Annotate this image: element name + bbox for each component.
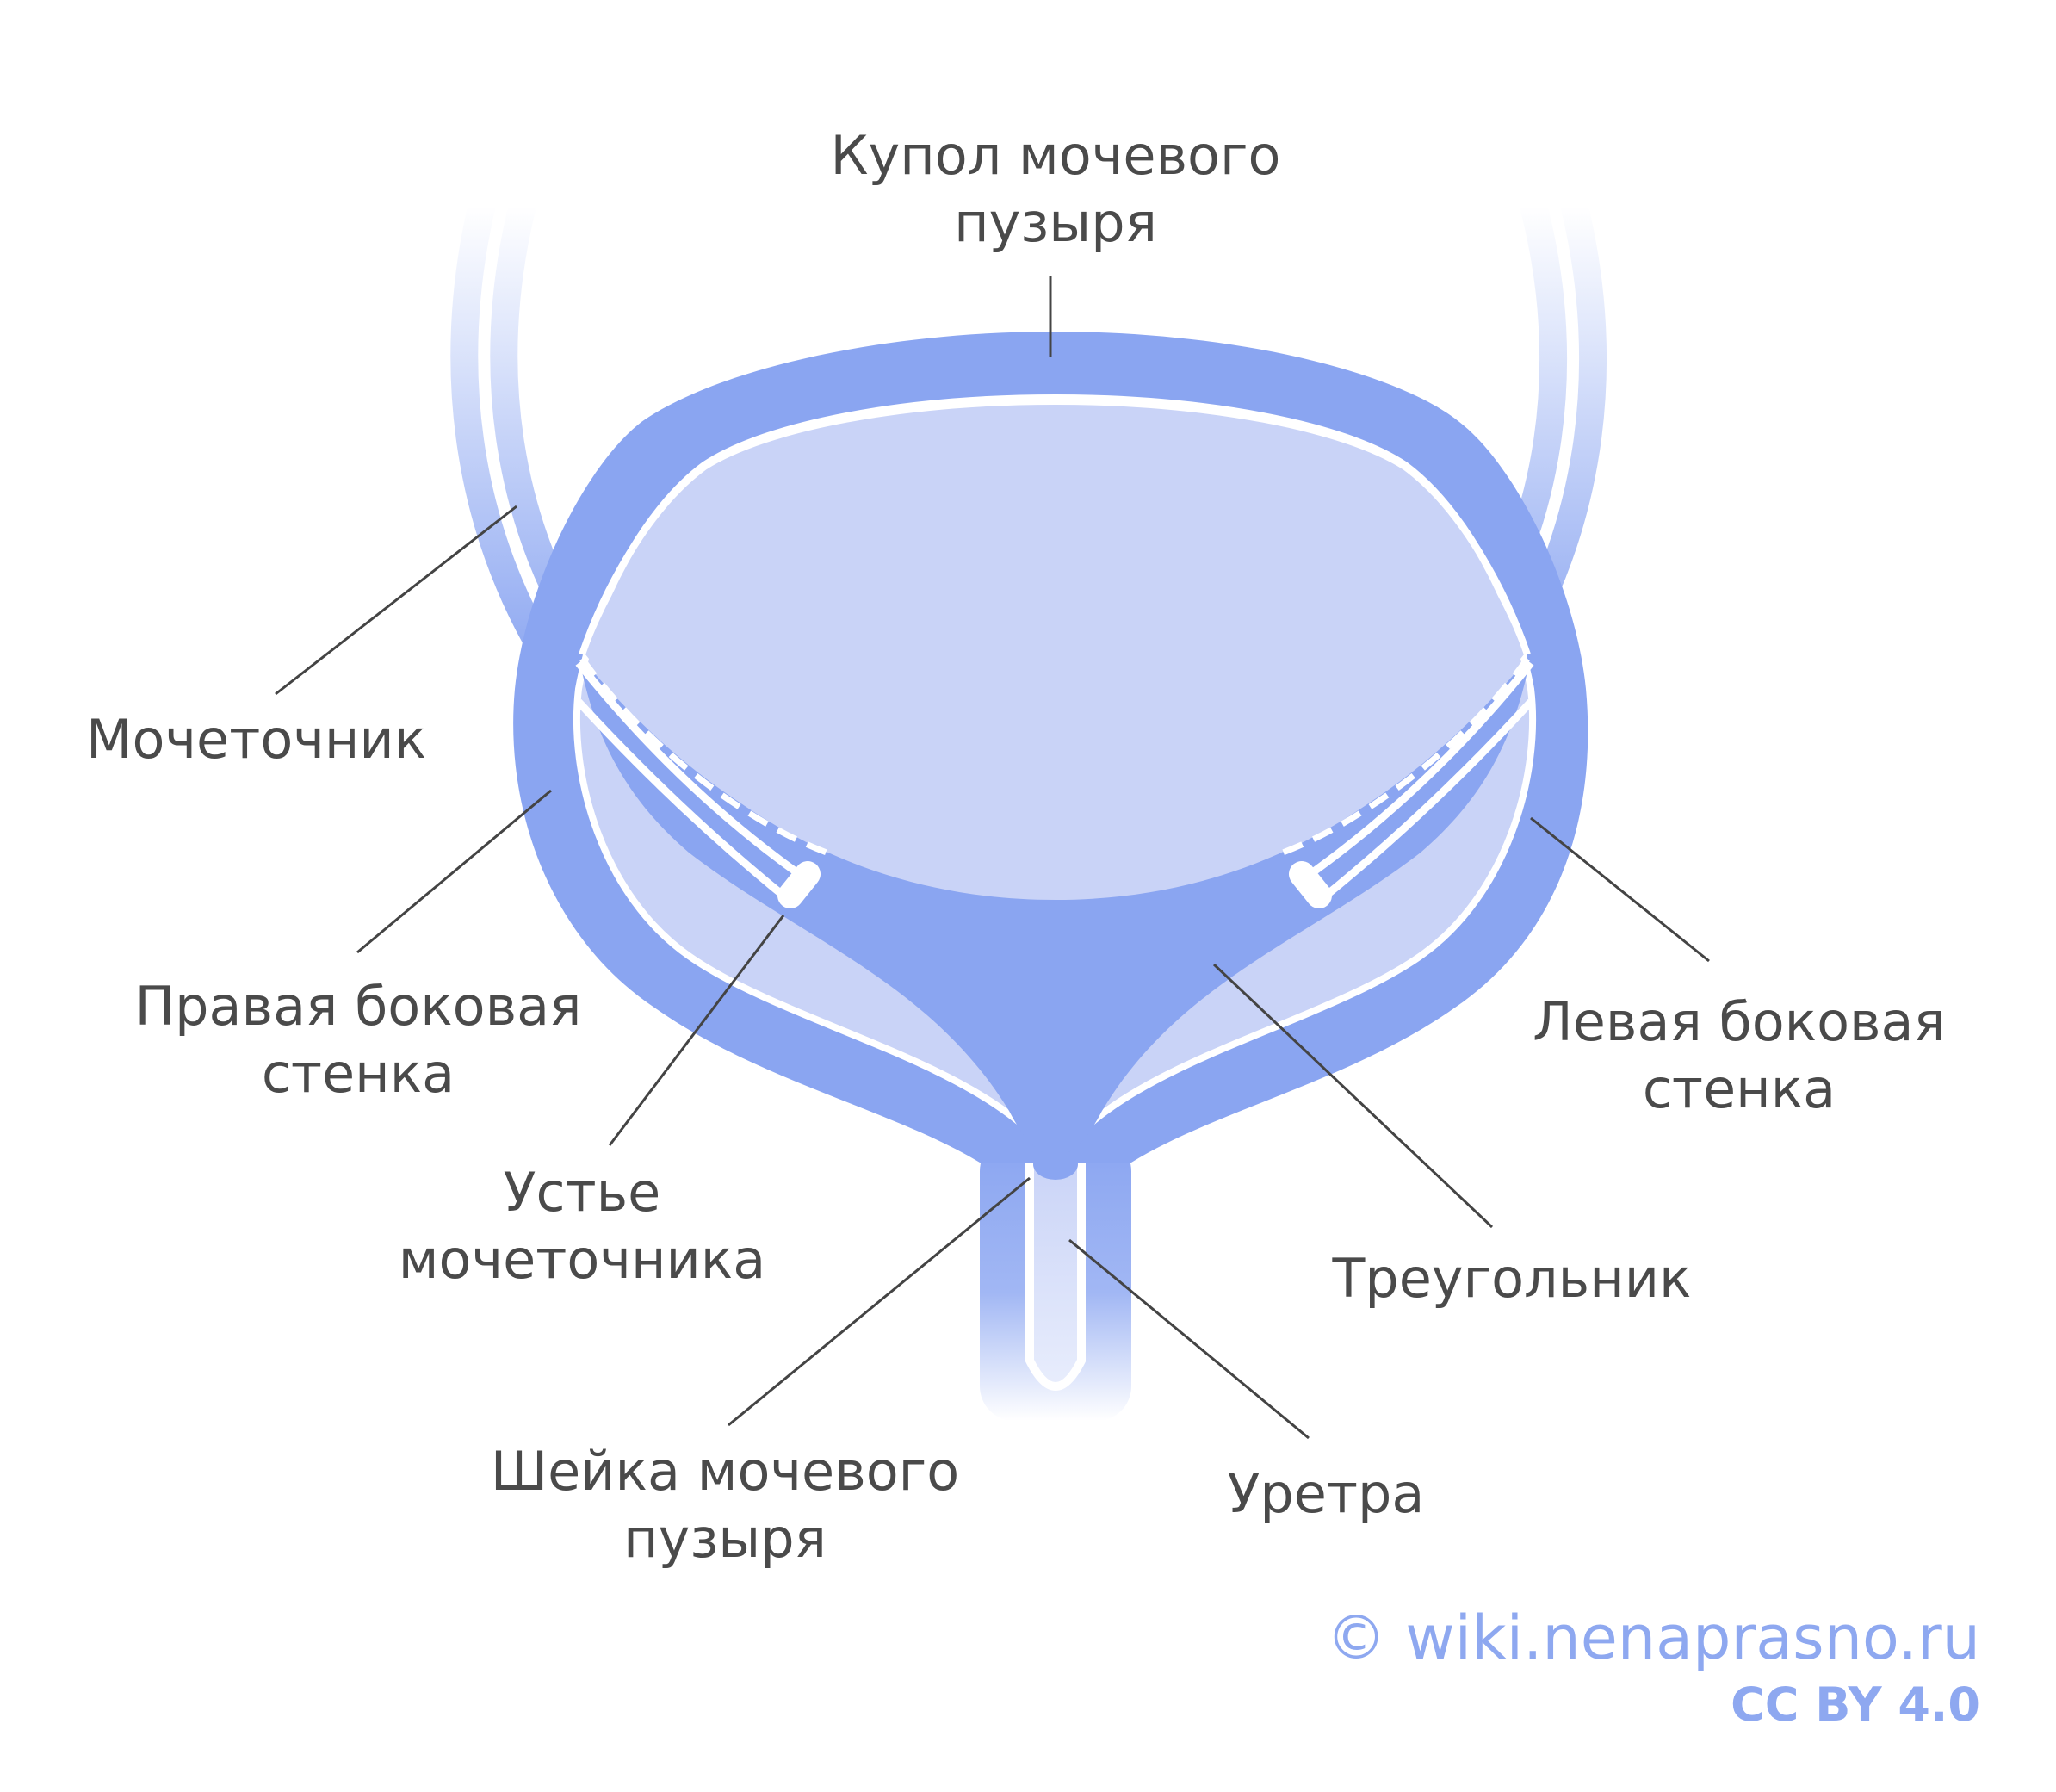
label-right-wall: Правая боковая стенка: [134, 975, 582, 1105]
dome-inner-outline: [579, 398, 1056, 656]
leader-trigone: [1212, 963, 1494, 1229]
label-ureteral-orifice: Устье мочеточника: [398, 1161, 766, 1291]
urethra-tube: [980, 1137, 1131, 1421]
leader-ureteral-orifice: [608, 915, 785, 1146]
bladder-neck-tip: [1033, 1149, 1078, 1180]
label-bladder-neck: Шейка мочевого пузыря: [490, 1440, 960, 1570]
leader-lines: [275, 276, 1710, 1440]
right-intramural-ureter: [575, 656, 828, 899]
label-left-wall: Левая боковая стенка: [1533, 990, 1946, 1120]
label-trigone: Треугольник: [1332, 1247, 1692, 1310]
leader-right-wall: [356, 789, 552, 954]
leader-urethra: [1068, 1238, 1310, 1440]
trigone-region: [579, 654, 1531, 1156]
label-ureter: Мочеточник: [86, 708, 427, 771]
left-ureteral-orifice: [1289, 861, 1332, 908]
leader-bladder-neck: [728, 1176, 1031, 1427]
leader-ureter: [275, 505, 517, 696]
credit-site: © wiki.nenaprasno.ru: [1326, 1603, 1980, 1673]
right-ureteral-orifice: [777, 861, 821, 908]
label-dome: Купол мочевого пузыря: [830, 124, 1281, 254]
leader-left-wall: [1530, 816, 1710, 963]
credit-license: CC BY 4.0: [1731, 1677, 1980, 1732]
bladder-dome-lumen: [585, 405, 1524, 900]
label-urethra: Уретра: [1227, 1462, 1425, 1525]
left-intramural-ureter: [1281, 656, 1534, 899]
